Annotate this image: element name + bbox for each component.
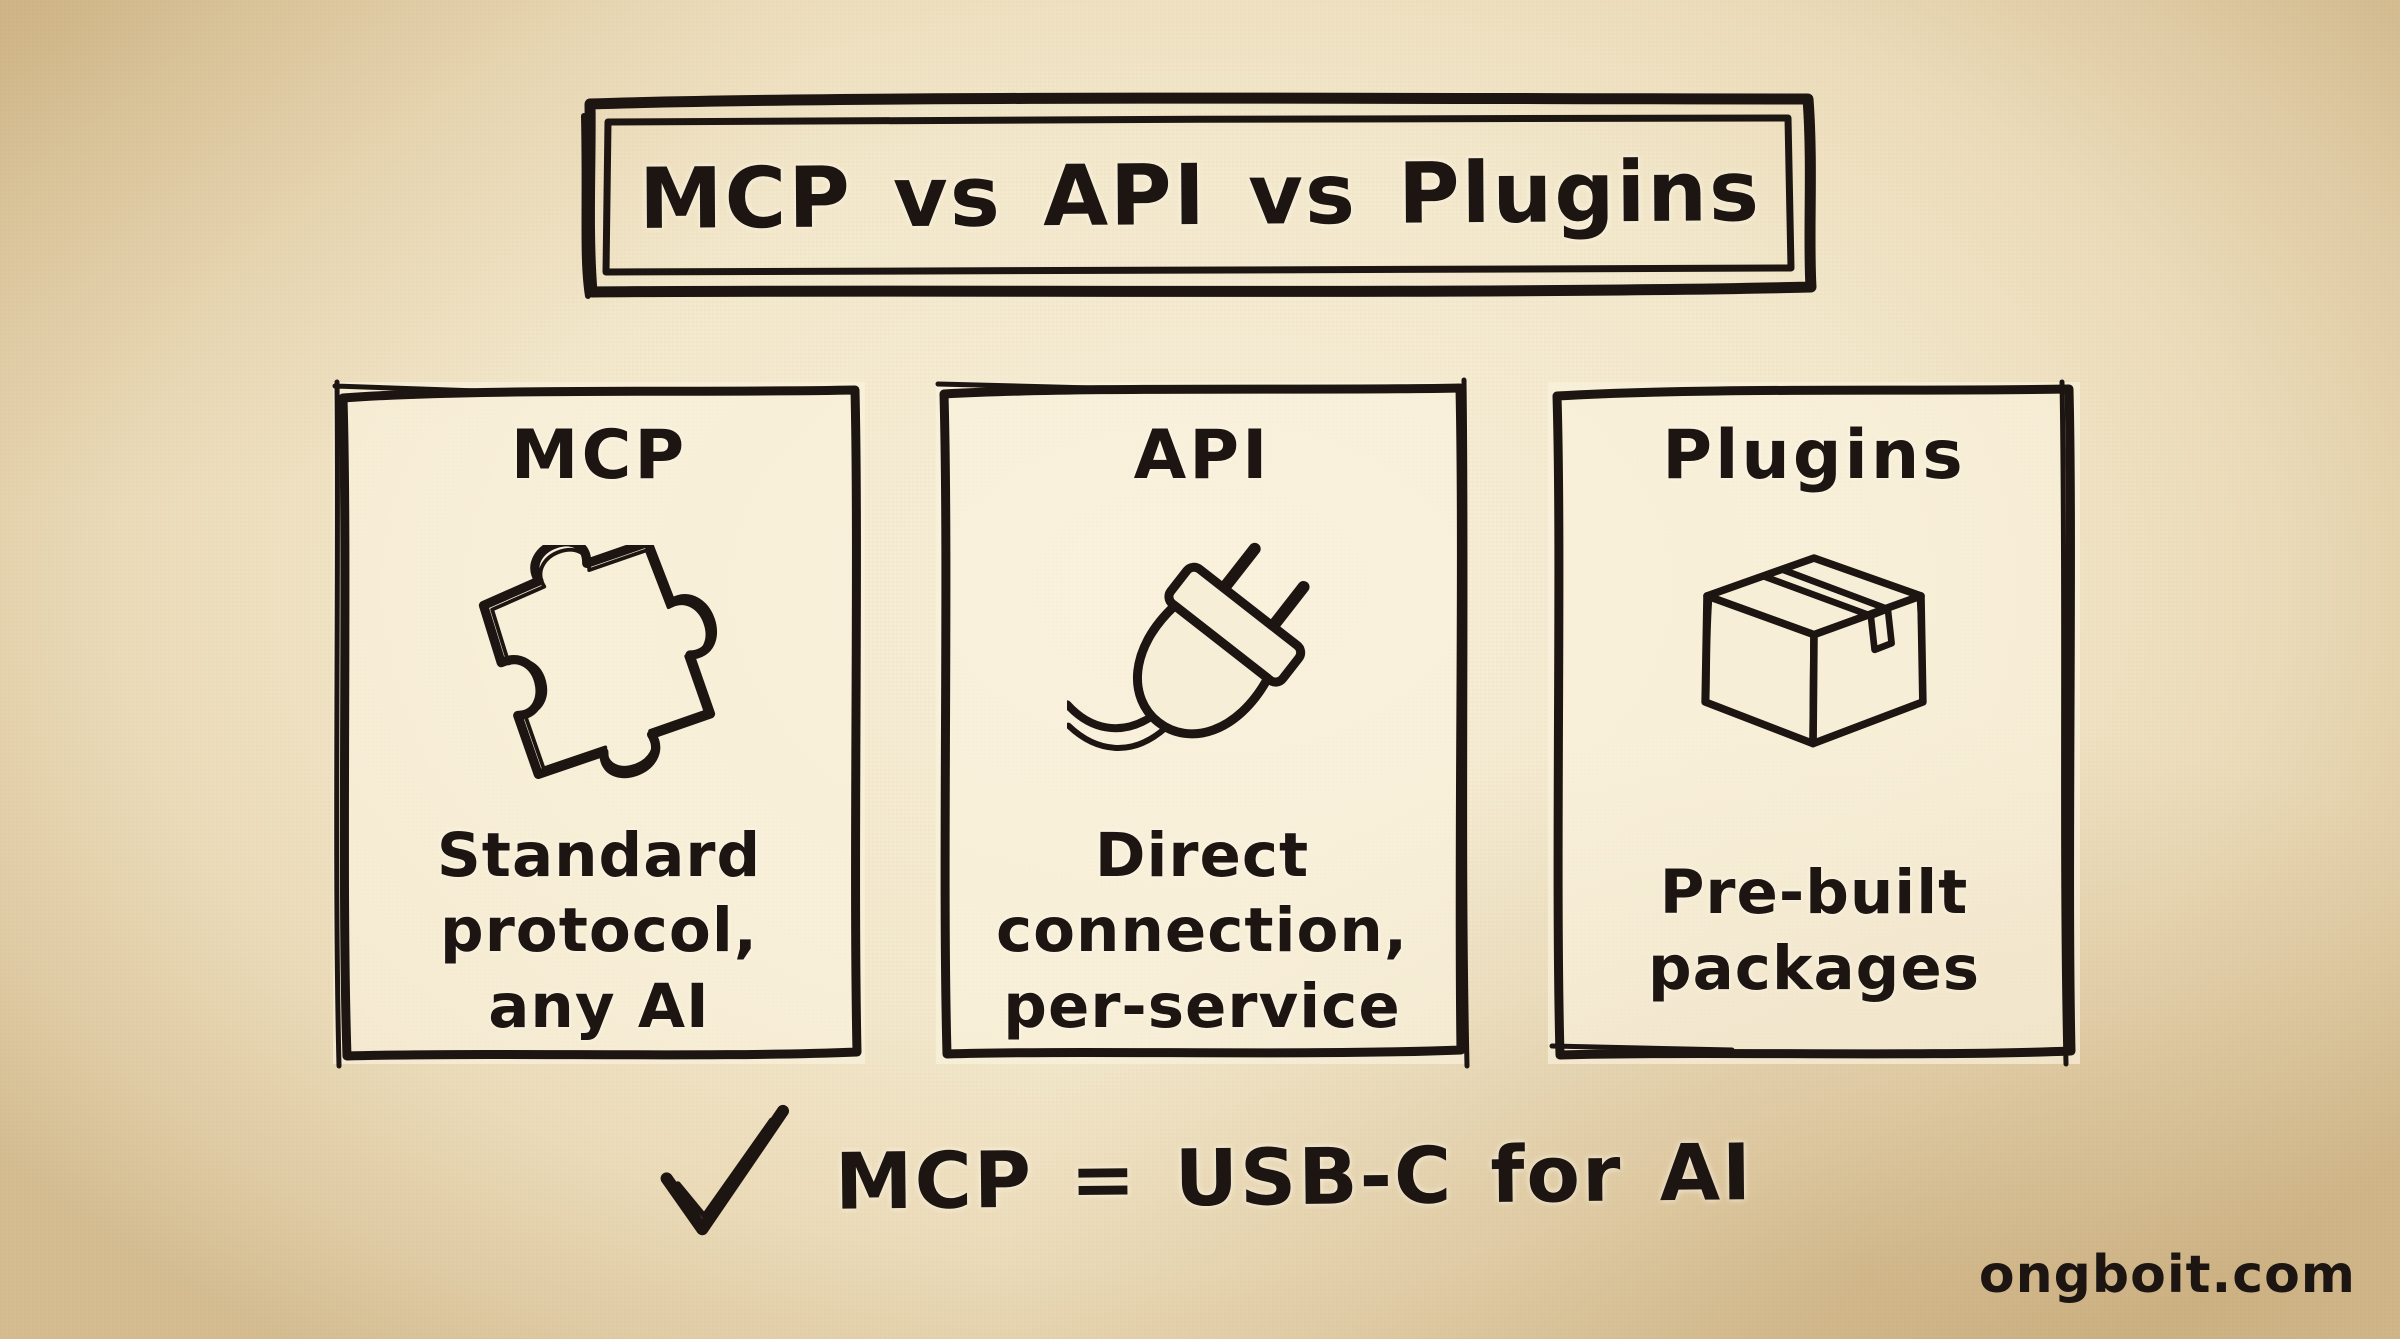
- tagline-text: MCP = USB-C for AI: [834, 1128, 1754, 1228]
- title-box-border: [581, 92, 1817, 299]
- puzzle-piece-icon: [478, 545, 718, 779]
- tagline: MCP = USB-C for AI: [0, 1098, 2400, 1258]
- power-plug-icon: [1067, 542, 1310, 751]
- card-api-icon-area: [936, 510, 1468, 820]
- card-plugins-title: Plugins: [1662, 416, 1966, 495]
- checkmark-icon: [660, 1104, 790, 1236]
- card-mcp-description-area: Standard protocol, any AI: [341, 814, 857, 1048]
- checkmark-icon-area: [647, 1096, 797, 1246]
- package-box-icon: [1701, 554, 1927, 748]
- card-mcp: MCP Standard protocol, any AI: [332, 379, 865, 1069]
- card-plugins: Plugins Pre-built packages: [1548, 379, 2080, 1067]
- title-box: MCP vs API vs Plugins: [578, 88, 1822, 302]
- card-plugins-description: Pre-built packages: [1647, 857, 1981, 1004]
- card-plugins-description-area: Pre-built packages: [1556, 814, 2072, 1048]
- card-mcp-icon-area: [333, 510, 865, 820]
- card-api: API Direct connection, per-service: [935, 377, 1470, 1069]
- card-mcp-title: MCP: [510, 416, 688, 495]
- card-api-title: API: [1133, 416, 1271, 495]
- watermark: ongboit.com: [1978, 1245, 2356, 1305]
- card-api-description: Direct connection, per-service: [995, 819, 1409, 1042]
- card-plugins-icon-area: [1548, 510, 2080, 820]
- card-mcp-description: Standard protocol, any AI: [436, 819, 762, 1042]
- card-api-description-area: Direct connection, per-service: [944, 814, 1460, 1048]
- page-title: MCP vs API vs Plugins: [638, 142, 1762, 248]
